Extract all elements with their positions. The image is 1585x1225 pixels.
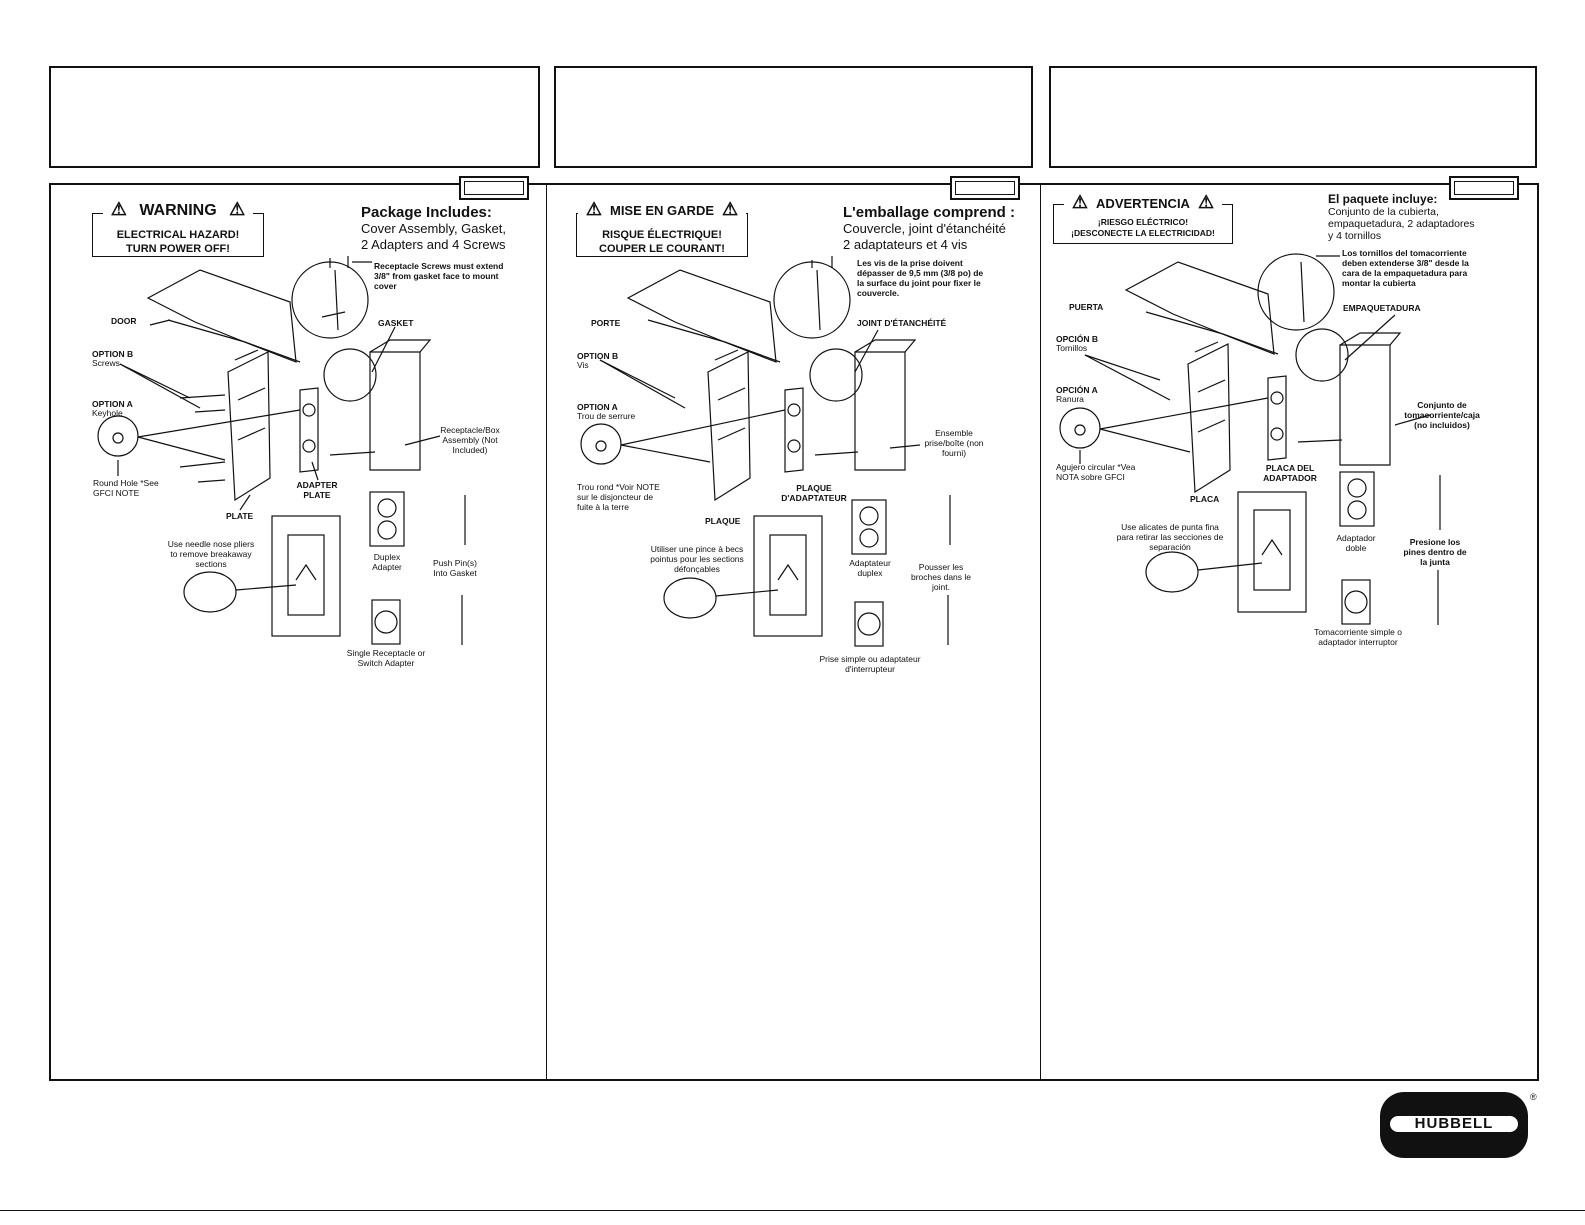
page-tab-box xyxy=(1449,176,1519,200)
screws-note: Receptacle Screws must extend 3/8" from … xyxy=(374,261,504,291)
warning-line-2: TURN POWER OFF! xyxy=(126,243,230,255)
label-round-hole: Trou rond *Voir NOTE sur le disjoncteur … xyxy=(577,482,660,512)
package-line-1: Conjunto de la cubierta, xyxy=(1328,206,1439,218)
label-option-a-sub: Trou de serrure xyxy=(577,411,636,421)
label-door: PUERTA xyxy=(1069,302,1104,312)
label-gasket: GASKET xyxy=(378,318,414,328)
label-duplex: Adaptateur duplex xyxy=(849,558,891,578)
warning-triangle-icon: ⚠ xyxy=(106,200,131,218)
label-plate: PLACA xyxy=(1190,494,1220,504)
label-round-hole: Agujero circular *Vea NOTA sobre GFCI xyxy=(1056,462,1136,482)
label-needle-nose: Use alicates de punta fina para retirar … xyxy=(1116,522,1224,552)
header-box-spanish xyxy=(1049,66,1537,168)
label-option-a-sub: Keyhole xyxy=(92,408,123,418)
package-includes: Package Includes: Cover Assembly, Gasket… xyxy=(361,205,531,253)
warning-box: ⚠ WARNING ⚠ ELECTRICAL HAZARD! TURN POWE… xyxy=(92,200,264,257)
label-single: Tomacorriente simple o adaptador interru… xyxy=(1314,627,1402,647)
header-box-english xyxy=(49,66,540,168)
label-gasket: EMPAQUETADURA xyxy=(1343,303,1421,313)
label-receptacle-box: Receptacle/Box Assembly (Not Included) xyxy=(440,425,500,455)
label-option-b-sub: Vis xyxy=(577,360,589,370)
label-push-pins: Push Pin(s) Into Gasket xyxy=(433,558,477,578)
label-duplex: Duplex Adapter xyxy=(372,552,402,572)
warning-title: ADVERTENCIA xyxy=(1092,196,1194,211)
warning-box: ⚠ADVERTENCIA⚠ ¡RIESGO ELÉCTRICO! ¡DESCON… xyxy=(1053,193,1233,244)
package-line-2: 2 adaptateurs et 4 vis xyxy=(843,237,968,252)
label-receptacle-box: Ensemble prise/boîte (non fourni) xyxy=(924,428,984,458)
label-door: PORTE xyxy=(591,318,621,328)
header-box-french xyxy=(554,66,1033,168)
instructions-frame xyxy=(49,183,1539,1081)
label-plate: PLATE xyxy=(226,511,254,521)
package-line-3: y 4 tornillos xyxy=(1328,230,1382,242)
package-includes: L'emballage comprend : Couvercle, joint … xyxy=(843,205,1033,253)
label-door: DOOR xyxy=(111,316,137,326)
label-option-a: OPCIÓN A xyxy=(1056,385,1098,395)
package-title: El paquete incluye: xyxy=(1328,192,1438,206)
page-tab-box xyxy=(459,176,529,200)
warning-line-1: ¡RIESGO ELÉCTRICO! xyxy=(1097,217,1189,227)
label-option-a: OPTION A xyxy=(577,402,618,412)
package-line-2: 2 Adapters and 4 Screws xyxy=(361,237,506,252)
label-gasket: JOINT D'ÉTANCHÉITÉ xyxy=(857,318,947,328)
label-round-hole: Round Hole *See GFCI NOTE xyxy=(93,478,159,498)
label-adapter-plate: PLACA DEL ADAPTADOR xyxy=(1263,463,1317,483)
label-push-pins: Presione los pines dentro de la junta xyxy=(1403,537,1467,567)
warning-title: WARNING xyxy=(135,202,221,219)
label-single: Single Receptacle or Switch Adapter xyxy=(346,648,426,668)
warning-triangle-icon: ⚠ xyxy=(1067,193,1093,211)
warning-box: ⚠MISE EN GARDE⚠ RISQUE ÉLECTRIQUE! COUPE… xyxy=(576,200,748,257)
label-option-b-sub: Screws xyxy=(92,358,120,368)
column-divider xyxy=(546,183,547,1081)
label-option-a: OPTION A xyxy=(92,399,133,409)
label-receptacle-box: Conjunto de tomacorriente/caja (no inclu… xyxy=(1404,400,1480,430)
package-title: Package Includes: xyxy=(361,204,492,221)
label-push-pins: Pousser les broches dans le joint. xyxy=(910,562,971,592)
screws-note: Les vis de la prise doivent dépasser de … xyxy=(857,258,984,298)
label-option-b: OPTION B xyxy=(92,349,134,359)
footer-rule xyxy=(0,1210,1585,1211)
label-option-a-sub: Ranura xyxy=(1056,394,1084,404)
label-needle-nose: Utiliser une pince à becs pointus pour l… xyxy=(650,544,744,574)
label-option-b-sub: Tornillos xyxy=(1056,343,1088,353)
label-adapter-plate: ADAPTER PLATE xyxy=(296,480,338,500)
warning-triangle-icon: ⚠ xyxy=(225,200,250,218)
label-single: Prise simple ou adaptateur d'interrupteu… xyxy=(819,654,921,674)
package-line-2: empaquetadura, 2 adaptadores xyxy=(1328,218,1475,230)
label-duplex: Adaptador doble xyxy=(1336,533,1376,553)
warning-triangle-icon: ⚠ xyxy=(1193,193,1219,211)
logo-text: HUBBELL xyxy=(1388,1114,1520,1134)
page-tab-box xyxy=(950,176,1020,200)
label-adapter-plate: PLAQUE D'ADAPTATEUR xyxy=(781,483,847,503)
warning-line-2: COUPER LE COURANT! xyxy=(599,243,725,255)
label-plate: PLAQUE xyxy=(705,516,741,526)
label-option-b: OPCIÓN B xyxy=(1056,334,1099,344)
label-option-b: OPTION B xyxy=(577,351,619,361)
registered-mark: ® xyxy=(1530,1092,1537,1102)
warning-line-2: ¡DESCONECTE LA ELECTRICIDAD! xyxy=(1071,228,1215,238)
package-line-1: Cover Assembly, Gasket, xyxy=(361,221,506,236)
package-title: L'emballage comprend : xyxy=(843,204,1015,221)
column-divider xyxy=(1040,183,1041,1081)
warning-triangle-icon: ⚠ xyxy=(718,200,743,218)
screws-note: Los tornillos del tomacorriente deben ex… xyxy=(1342,248,1469,288)
warning-title: MISE EN GARDE xyxy=(605,203,718,218)
label-needle-nose: Use needle nose pliers to remove breakaw… xyxy=(167,539,255,569)
package-line-1: Couvercle, joint d'étanchéité xyxy=(843,221,1006,236)
warning-line-1: RISQUE ÉLECTRIQUE! xyxy=(602,229,722,241)
package-includes: El paquete incluye: Conjunto de la cubie… xyxy=(1328,192,1488,242)
warning-line-1: ELECTRICAL HAZARD! xyxy=(116,229,240,241)
hubbell-logo: HUBBELL xyxy=(1380,1092,1528,1158)
warning-triangle-icon: ⚠ xyxy=(581,200,606,218)
